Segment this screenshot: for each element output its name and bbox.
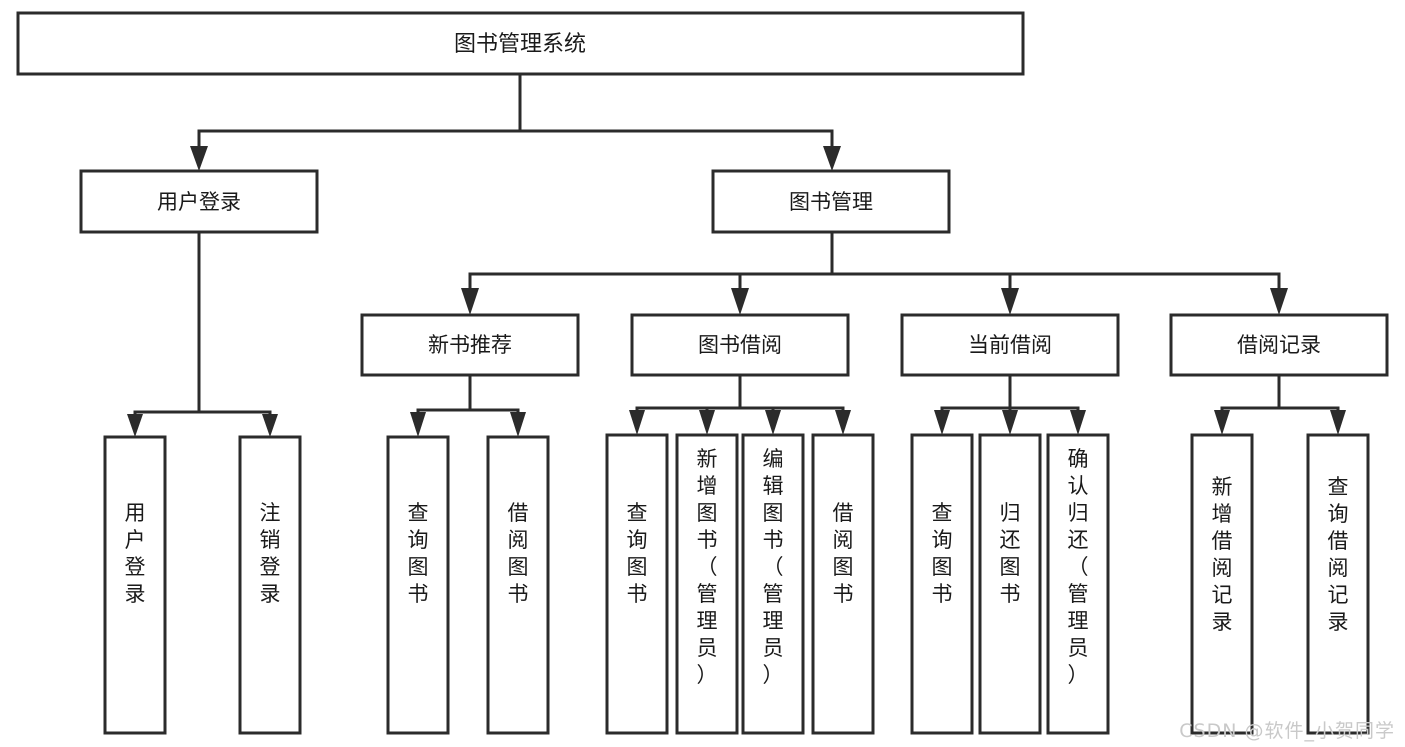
node-borrow-record[interactable]: 借阅记录 <box>1169 313 1389 377</box>
arrowhead-leaf-query-book-1 <box>410 412 426 437</box>
node-leaf-query-record[interactable]: 查询借阅记录 <box>1306 433 1370 735</box>
arrowhead-current-borrow <box>1001 288 1019 315</box>
arrowhead-leaf-edit-book <box>765 410 781 435</box>
leaf-user-login-label: 用户登录 <box>125 501 146 606</box>
book-manage-box[interactable] <box>711 169 951 234</box>
arrowhead-leaf-user-login <box>127 414 143 437</box>
leaf-query-book-2-box[interactable] <box>605 433 669 735</box>
arrowhead-leaf-add-book <box>699 410 715 435</box>
leaf-query-record-label: 查询借阅记录 <box>1328 475 1349 634</box>
arrowhead-book-manage <box>823 146 841 171</box>
arrowhead-user-login <box>190 146 208 171</box>
arrowhead-leaf-confirm-return <box>1070 410 1086 435</box>
node-current-borrow[interactable]: 当前借阅 <box>900 313 1120 377</box>
leaf-user-logout-box[interactable] <box>238 435 302 735</box>
node-leaf-add-record[interactable]: 新增借阅记录 <box>1190 433 1254 735</box>
book-borrow-box[interactable] <box>630 313 850 377</box>
leaf-confirm-return-label: 确认归还（管理员） <box>1068 447 1089 687</box>
book-borrow-label: 图书借阅 <box>698 333 782 357</box>
arrowhead-leaf-user-logout <box>262 414 278 437</box>
user-login-label: 用户登录 <box>157 190 241 214</box>
leaf-add-book-label: 新增图书（管理员） <box>697 447 718 687</box>
leaf-nodes: 用户登录 注销登录 查询图书 借阅图书 查询图书 新增图书 <box>103 433 1370 735</box>
leaf-confirm-return-box[interactable] <box>1046 433 1110 735</box>
node-leaf-query-book-1[interactable]: 查询图书 <box>386 435 450 735</box>
node-root[interactable]: 图书管理系统 <box>16 11 1025 76</box>
csdn-watermark: CSDN @软件_小贺同学 <box>1179 720 1395 742</box>
arrowhead-leaf-return-book <box>1002 410 1018 435</box>
connectors <box>127 72 1346 437</box>
leaf-query-book-3-box[interactable] <box>910 433 974 735</box>
node-book-manage[interactable]: 图书管理 <box>711 169 951 234</box>
root-box[interactable] <box>16 11 1025 76</box>
leaf-query-book-1-label: 查询图书 <box>408 501 429 606</box>
leaf-user-logout-label: 注销登录 <box>260 501 281 606</box>
leaf-user-login-box[interactable] <box>103 435 167 735</box>
arrowhead-leaf-add-record <box>1214 410 1230 435</box>
current-borrow-box[interactable] <box>900 313 1120 377</box>
leaf-edit-book-box[interactable] <box>741 433 805 735</box>
node-leaf-confirm-return[interactable]: 确认归还（管理员） <box>1046 433 1110 735</box>
node-book-borrow[interactable]: 图书借阅 <box>630 313 850 377</box>
leaf-query-record-box[interactable] <box>1306 433 1370 735</box>
node-leaf-return-book[interactable]: 归还图书 <box>978 433 1042 735</box>
leaf-return-book-box[interactable] <box>978 433 1042 735</box>
leaf-borrow-book-1-box[interactable] <box>486 435 550 735</box>
current-borrow-label: 当前借阅 <box>968 333 1052 357</box>
node-leaf-borrow-book-2[interactable]: 借阅图书 <box>811 433 875 735</box>
arrowhead-leaf-query-record <box>1330 410 1346 435</box>
leaf-query-book-1-box[interactable] <box>386 435 450 735</box>
node-leaf-edit-book[interactable]: 编辑图书（管理员） <box>741 433 805 735</box>
leaf-borrow-book-1-label: 借阅图书 <box>508 501 529 606</box>
new-book-rec-label: 新书推荐 <box>428 333 512 357</box>
node-leaf-user-logout[interactable]: 注销登录 <box>238 435 302 735</box>
node-user-login[interactable]: 用户登录 <box>79 169 319 234</box>
leaf-return-book-label: 归还图书 <box>1000 501 1021 606</box>
leaf-add-record-box[interactable] <box>1190 433 1254 735</box>
leaf-add-record-label: 新增借阅记录 <box>1212 475 1233 634</box>
book-manage-label: 图书管理 <box>789 190 873 214</box>
arrowhead-leaf-borrow-book-1 <box>510 412 526 437</box>
new-book-rec-box[interactable] <box>360 313 580 377</box>
node-new-book-rec[interactable]: 新书推荐 <box>360 313 580 377</box>
leaf-query-book-2-label: 查询图书 <box>627 501 648 606</box>
node-leaf-user-login[interactable]: 用户登录 <box>103 435 167 735</box>
node-leaf-query-book-2[interactable]: 查询图书 <box>605 433 669 735</box>
user-login-box[interactable] <box>79 169 319 234</box>
arrowhead-borrow-record <box>1270 288 1288 315</box>
borrow-record-label: 借阅记录 <box>1237 333 1321 357</box>
node-leaf-borrow-book-1[interactable]: 借阅图书 <box>486 435 550 735</box>
root-label: 图书管理系统 <box>454 32 586 57</box>
arrowhead-new-book-rec <box>461 288 479 315</box>
leaf-edit-book-label: 编辑图书（管理员） <box>763 447 784 687</box>
leaf-add-book-box[interactable] <box>675 433 739 735</box>
leaf-borrow-book-2-label: 借阅图书 <box>833 501 854 606</box>
arrowhead-leaf-query-book-3 <box>934 410 950 435</box>
arrowhead-leaf-query-book-2 <box>629 410 645 435</box>
borrow-record-box[interactable] <box>1169 313 1389 377</box>
node-leaf-add-book[interactable]: 新增图书（管理员） <box>675 433 739 735</box>
leaf-query-book-3-label: 查询图书 <box>932 501 953 606</box>
arrowhead-book-borrow <box>731 288 749 315</box>
leaf-borrow-book-2-box[interactable] <box>811 433 875 735</box>
arrowhead-leaf-borrow-book-2 <box>835 410 851 435</box>
node-leaf-query-book-3[interactable]: 查询图书 <box>910 433 974 735</box>
